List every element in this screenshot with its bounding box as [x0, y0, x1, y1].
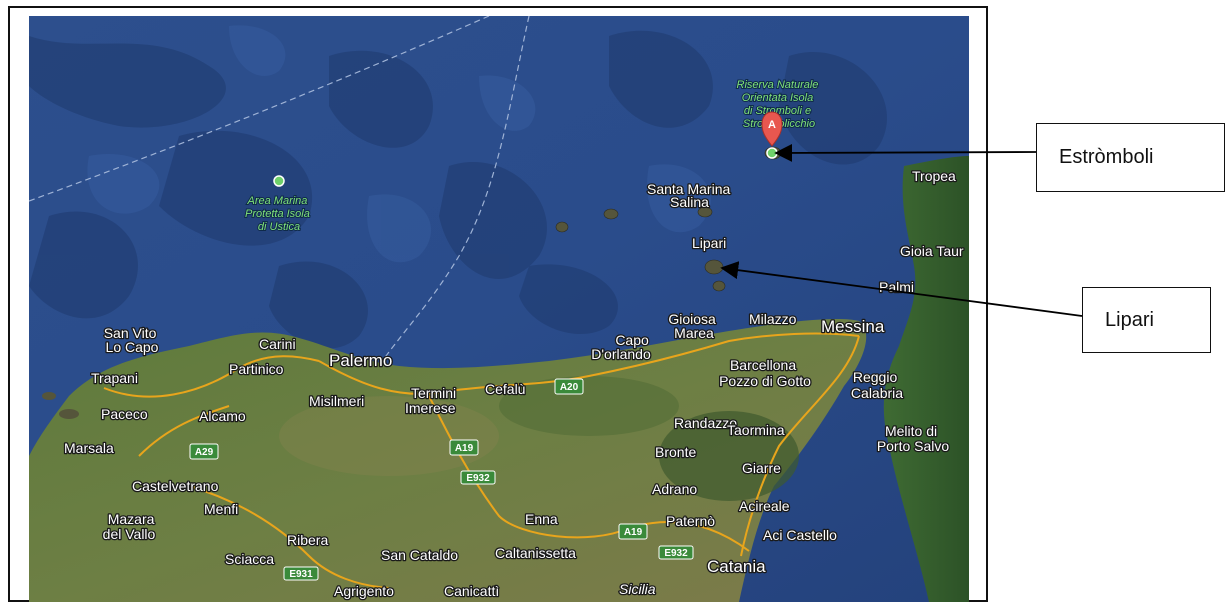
place-label: Carini — [259, 336, 296, 352]
seabed-relief — [29, 30, 887, 349]
place-label: Partinico — [229, 361, 284, 377]
place-label: Palmi — [879, 279, 914, 295]
svg-text:E932: E932 — [466, 473, 490, 484]
place-label: Palermo — [329, 351, 392, 370]
place-label: Sicilia — [619, 581, 656, 597]
place-label: Paceco — [101, 406, 148, 422]
place-label: Melito di Porto Salvo — [877, 423, 950, 454]
road-shield-e932: E932 — [658, 545, 694, 560]
place-label: Giarre — [742, 460, 781, 476]
place-label: Paternò — [666, 513, 715, 529]
seabed-ridges — [87, 25, 711, 263]
place-label: Misilmeri — [309, 393, 364, 409]
place-label: Taormina — [727, 422, 785, 438]
place-label: Randazzo — [674, 415, 737, 431]
satellite-map[interactable]: A20 A29 A19 E932 A19 E932 E931 Riserva N… — [29, 16, 969, 602]
place-label: Trapani — [91, 370, 138, 386]
place-label: Tropea — [912, 168, 956, 184]
maritime-boundary — [378, 16, 530, 367]
city-labels: Santa Marina Salina Lipari Tropea Gioia … — [63, 167, 965, 601]
place-label: Canicattì — [444, 583, 499, 599]
svg-text:A: A — [768, 119, 776, 131]
place-label: Mazara del Vallo — [103, 511, 159, 542]
road-shield-e932: E932 — [460, 470, 496, 485]
place-label: Santa Marina — [647, 181, 730, 197]
svg-text:A19: A19 — [624, 527, 643, 538]
place-label: Milazzo — [749, 311, 797, 327]
place-label: San Cataldo — [381, 547, 458, 563]
road-shield-a20: A20 — [554, 378, 584, 395]
place-label: Acireale — [739, 498, 790, 514]
place-label: Lipari — [692, 235, 726, 251]
park-marker-ustica[interactable] — [273, 175, 285, 187]
highways — [103, 332, 860, 589]
callout-lipari: Lipari — [1082, 287, 1211, 353]
callout-estromboli: Estròmboli — [1036, 123, 1225, 192]
map-pin-a[interactable]: A — [761, 111, 783, 147]
park-label-ustica: Area Marina Protetta Isola di Ustica — [245, 195, 313, 233]
place-label: Agrigento — [334, 583, 394, 599]
place-label: Termini Imerese — [405, 385, 460, 416]
svg-text:E931: E931 — [289, 569, 313, 580]
mountains — [499, 376, 679, 436]
svg-text:E932: E932 — [664, 548, 688, 559]
road-shield-a19: A19 — [618, 523, 648, 540]
place-label: Cefalù — [485, 381, 525, 397]
place-label: Capo D'orlando — [591, 332, 652, 362]
svg-text:A29: A29 — [195, 447, 214, 458]
place-label: Ribera — [287, 532, 328, 548]
place-label: Aci Castello — [763, 527, 837, 543]
place-label: Reggio Calabria — [851, 369, 903, 401]
place-label: Salina — [670, 194, 709, 210]
mountains — [279, 396, 499, 476]
place-label: Alcamo — [199, 408, 246, 424]
callout-label: Lipari — [1105, 308, 1154, 331]
road-shield-e931: E931 — [283, 566, 319, 581]
road-shield-a29: A29 — [189, 443, 219, 460]
place-label: Catania — [707, 557, 766, 576]
maritime-boundary — [29, 16, 490, 202]
road-shield-a19: A19 — [449, 439, 479, 456]
park-label-stromboli: Riserva Naturale Orientata Isola di Stro… — [737, 79, 822, 130]
place-label: Sciacca — [225, 551, 274, 567]
place-label: Caltanissetta — [495, 545, 576, 561]
place-label: Adrano — [652, 481, 697, 497]
callout-label: Estròmboli — [1059, 146, 1154, 168]
place-label: Enna — [525, 511, 558, 527]
place-label: Marsala — [64, 440, 114, 456]
egadi-islands — [42, 392, 79, 419]
svg-text:A19: A19 — [455, 443, 474, 454]
place-label: Castelvetrano — [132, 478, 219, 494]
place-label: Bronte — [655, 444, 696, 460]
place-label: Gioia Taur — [900, 243, 964, 259]
place-label: San Vito Lo Capo — [104, 325, 161, 355]
place-label: Messina — [821, 317, 885, 336]
place-label: Menfi — [204, 501, 238, 517]
place-label: Gioiosa Marea — [668, 311, 719, 341]
place-label: Barcellona Pozzo di Gotto — [719, 357, 811, 389]
park-marker-stromboli[interactable] — [766, 147, 778, 159]
svg-text:A20: A20 — [560, 382, 579, 393]
